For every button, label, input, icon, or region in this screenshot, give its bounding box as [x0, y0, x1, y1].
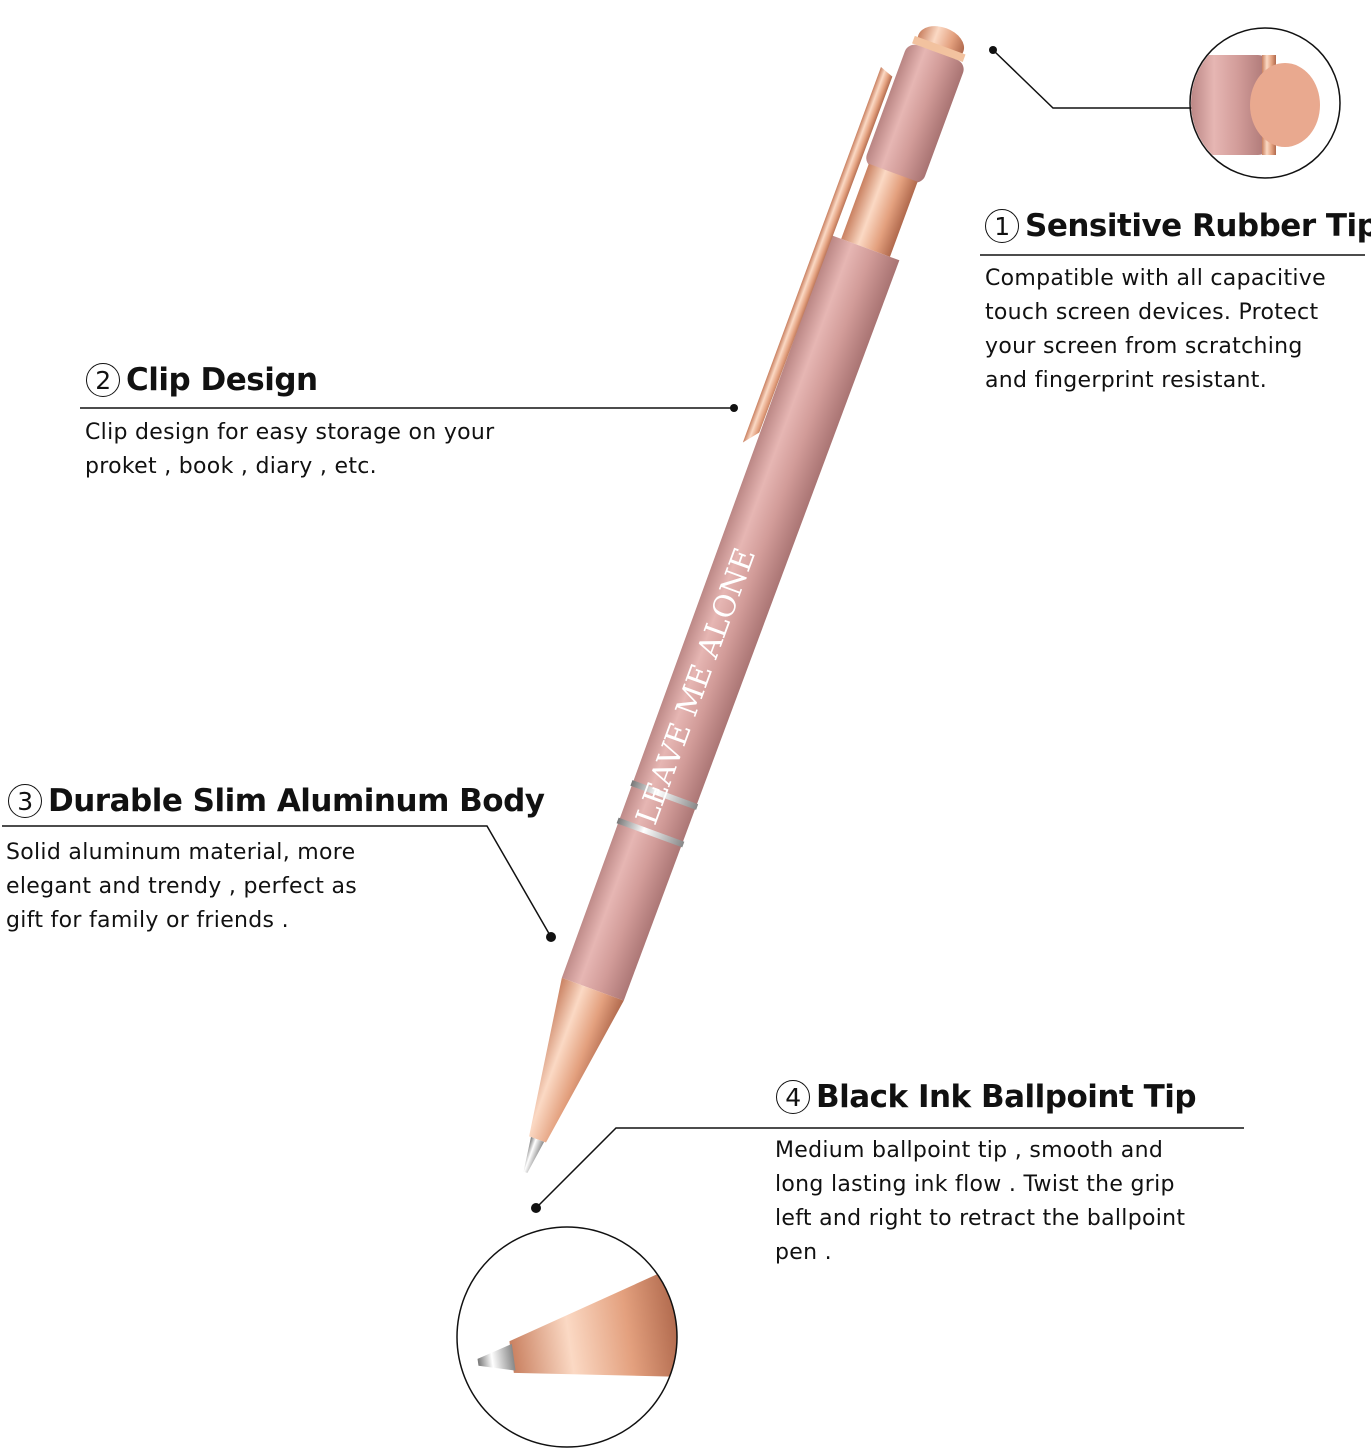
feature-1-description: Compatible with all capacitive touch scr… [985, 262, 1326, 398]
desc-line: touch screen devices. Protect [985, 300, 1319, 325]
desc-line: Compatible with all capacitive [985, 266, 1326, 291]
pen-barrel [561, 235, 900, 1001]
ballpoint [523, 1137, 545, 1173]
number-badge: 2 [86, 363, 120, 397]
desc-line: Clip design for easy storage on your [85, 420, 495, 445]
feature-3-description: Solid aluminum material, more elegant an… [6, 836, 357, 938]
desc-line: long lasting ink flow . Twist the grip [775, 1172, 1175, 1197]
silver-ring [630, 780, 699, 810]
pen: LEAVE ME ALONE [523, 26, 966, 1173]
desc-line: your screen from scratching [985, 334, 1303, 359]
feature-2-description: Clip design for easy storage on your pro… [85, 416, 495, 484]
silver-ring [616, 817, 685, 848]
number-badge: 3 [8, 784, 42, 818]
gold-collar [841, 163, 918, 257]
rubber-tip-magnifier [1191, 55, 1320, 155]
tip-cone [529, 977, 624, 1143]
desc-line: gift for family or friends . [6, 908, 289, 933]
desc-line: and fingerprint resistant. [985, 368, 1268, 393]
feature-4-description: Medium ballpoint tip , smooth and long l… [775, 1134, 1185, 1270]
title-text: Durable Slim Aluminum Body [48, 783, 545, 819]
desc-line: Solid aluminum material, more [6, 840, 356, 865]
desc-line: elegant and trendy , perfect as [6, 874, 357, 899]
pen-cap [866, 44, 964, 183]
desc-line: left and right to retract the ballpoint [775, 1206, 1186, 1231]
number-badge: 4 [776, 1080, 810, 1114]
title-text: Sensitive Rubber Tip [1025, 208, 1371, 244]
desc-line: pen . [775, 1240, 832, 1265]
number-badge: 1 [985, 209, 1019, 243]
pen-clip [742, 67, 893, 443]
desc-line: proket , book , diary , etc. [85, 454, 377, 479]
desc-line: Medium ballpoint tip , smooth and [775, 1138, 1164, 1163]
title-text: Clip Design [126, 362, 318, 398]
title-text: Black Ink Ballpoint Tip [816, 1079, 1197, 1115]
ballpoint-magnifier [477, 1268, 677, 1377]
